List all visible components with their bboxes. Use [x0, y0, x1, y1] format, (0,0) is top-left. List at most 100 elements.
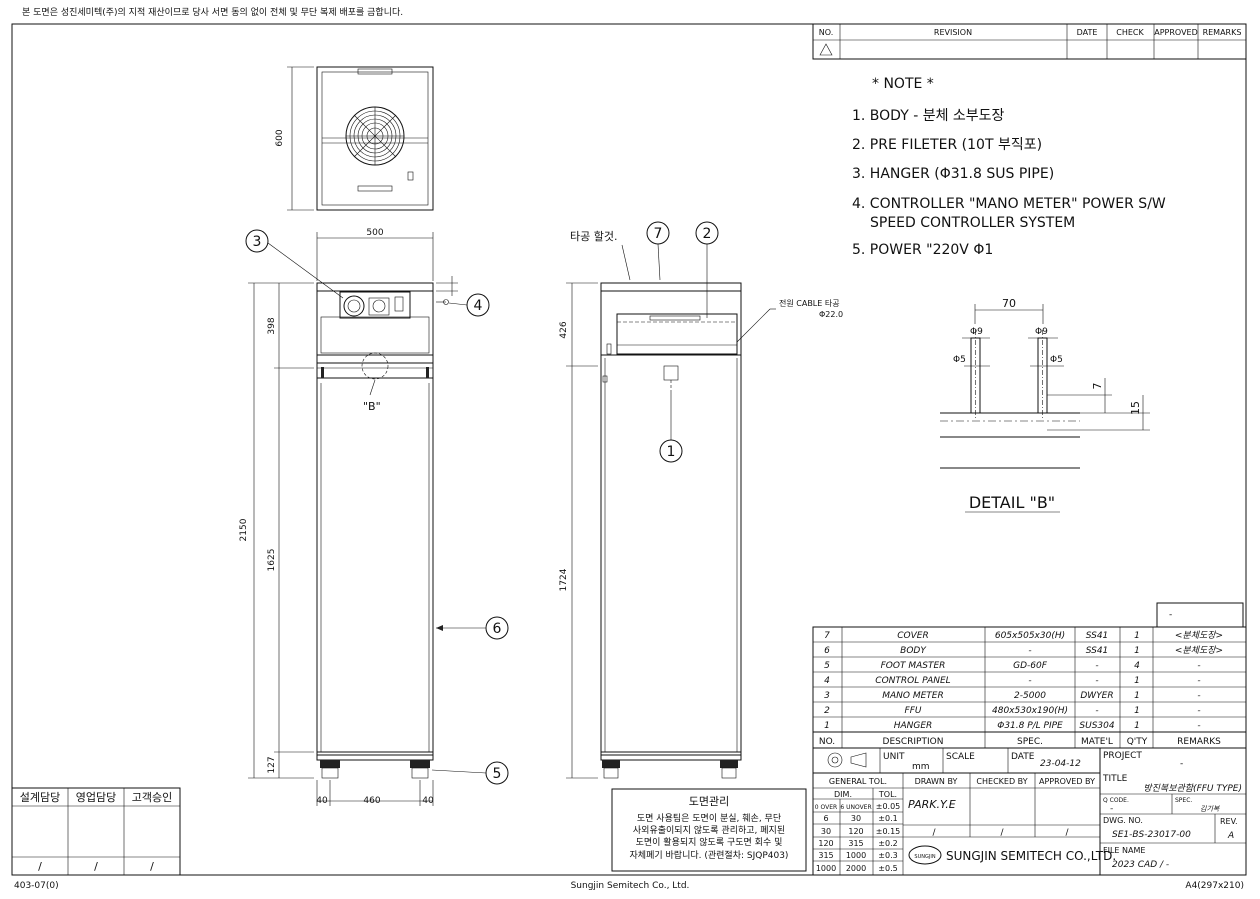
checked-date-slash: / — [1000, 828, 1004, 838]
bom-cell: - — [1197, 706, 1200, 716]
dwg-no-value: SE1-BS-23017-00 — [1112, 830, 1191, 840]
rev-col-check: CHECK — [1116, 28, 1144, 37]
dim-2150: 2150 — [239, 518, 249, 541]
balloon-1: 1 — [659, 392, 683, 463]
dim-600: 600 — [275, 129, 285, 146]
bom-cell: 605x505x30(H) — [995, 631, 1065, 641]
bom-cell: 4 — [824, 676, 830, 686]
bom-cell: 2 — [824, 706, 830, 716]
bom-cell: GD-60F — [1013, 661, 1048, 671]
bom-cell: - — [1028, 646, 1031, 656]
dim-398: 398 — [267, 317, 277, 334]
tol-cell: 1000 — [846, 851, 866, 860]
drawn-date-slash: / — [932, 828, 936, 838]
approval-design: 설계담당 — [20, 791, 60, 804]
notes-title: * NOTE * — [872, 76, 934, 92]
bom-cell: 1 — [1134, 646, 1140, 656]
bom-cell: - — [1197, 661, 1200, 671]
dim-15: 15 — [1129, 401, 1142, 415]
tol-cell: ±0.2 — [878, 839, 897, 848]
bom-row-6: 6 BODY - SS41 1 <분체도장> — [824, 645, 1223, 656]
file-name-label: FILE NAME — [1103, 846, 1145, 855]
balloon-2: 2 — [695, 221, 719, 318]
mano-meter-icon — [343, 295, 365, 317]
bom-cell: - — [1095, 676, 1098, 686]
drawing-control-line-2: 사외유출이되지 않도록 관리하고, 폐지된 — [633, 824, 785, 836]
scale-label: SCALE — [946, 752, 975, 762]
projection-cone-icon — [850, 752, 867, 768]
dim-40-right: 40 — [422, 796, 434, 806]
note-4-cont: SPEED CONTROLLER SYSTEM — [870, 215, 1075, 231]
bom-cell: 7 — [824, 631, 830, 641]
speed-knob-icon — [372, 299, 386, 313]
bom-head-no: NO. — [819, 737, 835, 747]
bom-cell: MANO METER — [882, 691, 944, 701]
bom-row-4: 4 CONTROL PANEL - - 1 - — [824, 676, 1200, 686]
approved-date-slash: / — [1065, 828, 1069, 838]
revision-table: NO. REVISION DATE CHECK APPROVED REMARKS — [812, 23, 1247, 60]
approved-by-label: APPROVED BY — [1039, 777, 1095, 786]
balloon-7: 7 — [646, 221, 670, 281]
bom-cell: - — [1028, 676, 1031, 686]
tol-cell: 30 — [821, 827, 831, 836]
bom-head-spec: SPEC. — [1017, 737, 1043, 747]
footer-form-no: 403-07(0) — [14, 881, 59, 891]
tol-cell: ±0.3 — [878, 851, 897, 860]
projection-circle-icon — [827, 752, 843, 768]
project-value: - — [1180, 759, 1183, 769]
balloon-2-label: 2 — [703, 226, 712, 242]
qcode-label: Q CODE. — [1103, 797, 1129, 804]
balloon-1-label: 1 — [667, 444, 676, 460]
balloon-5-label: 5 — [493, 766, 502, 782]
bom-cell: BODY — [900, 646, 927, 656]
balloon-4-label: 4 — [474, 298, 483, 314]
power-switch-icon — [394, 296, 404, 312]
approval-slash-1: / — [38, 860, 42, 873]
tol-cell: ±0.1 — [878, 814, 897, 823]
bom-cell: 2-5000 — [1014, 691, 1046, 701]
bom-cell: 1 — [1134, 676, 1140, 686]
bom-cell: Φ31.8 P/L PIPE — [997, 721, 1063, 731]
balloon-6-label: 6 — [493, 621, 502, 637]
drawing-border — [11, 23, 1247, 876]
dim-1625: 1625 — [267, 549, 277, 572]
note-1: 1. BODY - 분체 소부도장 — [852, 108, 1005, 124]
drawn-by-name: PARK.Y.E — [908, 798, 956, 811]
dim-460: 460 — [363, 796, 380, 806]
tol-cell: 6 UNOVER — [840, 804, 871, 811]
bom-cell: HANGER — [894, 721, 933, 731]
revision-triangle-icon — [819, 43, 833, 56]
bom-cell: 480x530x190(H) — [992, 706, 1068, 716]
bom-row-3: 3 MANO METER 2-5000 DWYER 1 - — [824, 691, 1200, 701]
tol-cell: 120 — [818, 839, 833, 848]
bom-head-material: MATE'L — [1081, 737, 1113, 747]
rev-col-remarks: REMARKS — [1203, 28, 1242, 37]
tol-label: TOL. — [878, 790, 897, 799]
bom-cell: 4 — [1134, 661, 1140, 671]
dim-7: 7 — [1091, 383, 1104, 390]
tol-cell: 315 — [818, 851, 833, 860]
footer-company: Sungjin Semitech Co., Ltd. — [571, 881, 690, 891]
unit-value: mm — [912, 762, 930, 772]
bom-cell: SUS304 — [1079, 721, 1114, 731]
bom-cell: 6 — [824, 646, 830, 656]
bom-cell: <분체도장> — [1175, 645, 1223, 656]
tol-cell: ±0.05 — [876, 802, 901, 811]
bom-cell: - — [1197, 721, 1200, 731]
tol-cell: ±0.15 — [876, 827, 901, 836]
approval-box: 설계담당 영업담당 고객승인 / / / — [11, 787, 181, 876]
rev-value: A — [1227, 831, 1234, 841]
rev-col-no: NO. — [819, 28, 834, 37]
bom-top-blank: - — [1169, 610, 1172, 620]
title-value: 방진복보관함(FFU TYPE) — [1143, 783, 1242, 794]
bom-cell: - — [1197, 676, 1200, 686]
bom-cell: 1 — [1134, 691, 1140, 701]
title-block: UNIT mm SCALE DATE 23-04-12 PROJECT - GE… — [812, 747, 1247, 876]
unit-label: UNIT — [883, 752, 905, 762]
tol-cell: 120 — [848, 827, 863, 836]
rev-label: REV. — [1220, 817, 1238, 826]
note-5: 5. POWER "220V Φ1 — [852, 242, 993, 258]
bom-cell: CONTROL PANEL — [875, 676, 950, 686]
bom-table: - 7 COVER 605x505x30(H) SS41 1 <분체도장> 6 … — [812, 602, 1247, 749]
